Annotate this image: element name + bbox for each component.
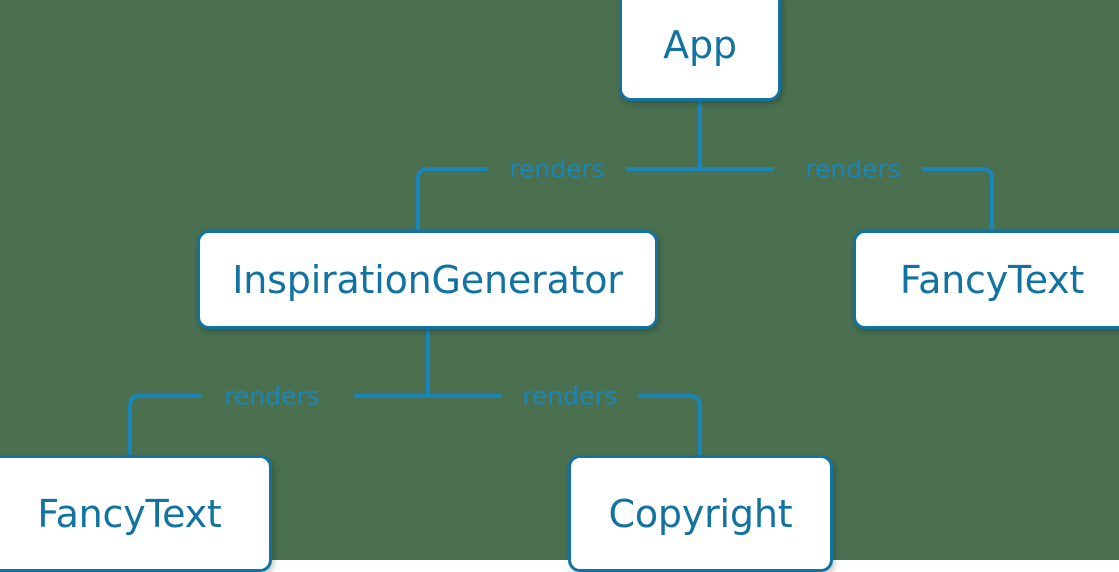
edge-inspirationgenerator-to-fancytext-bottom — [128, 394, 430, 457]
edge-app-to-fancytext-right — [698, 167, 994, 232]
connector-lines — [128, 99, 994, 457]
edge-label-inspirationgenerator-to-fancytext-bottom: renders — [224, 381, 320, 411]
node-fancytext-right[interactable]: FancyText — [853, 230, 1119, 329]
node-copyright[interactable]: Copyright — [568, 455, 833, 572]
edge-inspirationgenerator-to-copyright — [426, 394, 702, 457]
node-inspirationgenerator[interactable]: InspirationGenerator — [197, 230, 658, 329]
edge-label-inspirationgenerator-to-copyright: renders — [522, 381, 618, 411]
node-copyright-label: Copyright — [608, 491, 793, 536]
edge-app-to-inspirationgenerator — [416, 167, 702, 232]
edge-label-app-to-inspirationgenerator: renders — [509, 154, 605, 184]
node-app[interactable]: App — [619, 0, 781, 101]
node-inspirationgenerator-label: InspirationGenerator — [232, 257, 623, 302]
node-fancytext-bottom[interactable]: FancyText — [0, 455, 272, 572]
node-fancytext-bottom-label: FancyText — [37, 491, 222, 536]
node-app-label: App — [663, 22, 737, 67]
node-fancytext-right-label: FancyText — [899, 257, 1085, 302]
edge-label-app-to-fancytext-right: renders — [805, 154, 901, 184]
